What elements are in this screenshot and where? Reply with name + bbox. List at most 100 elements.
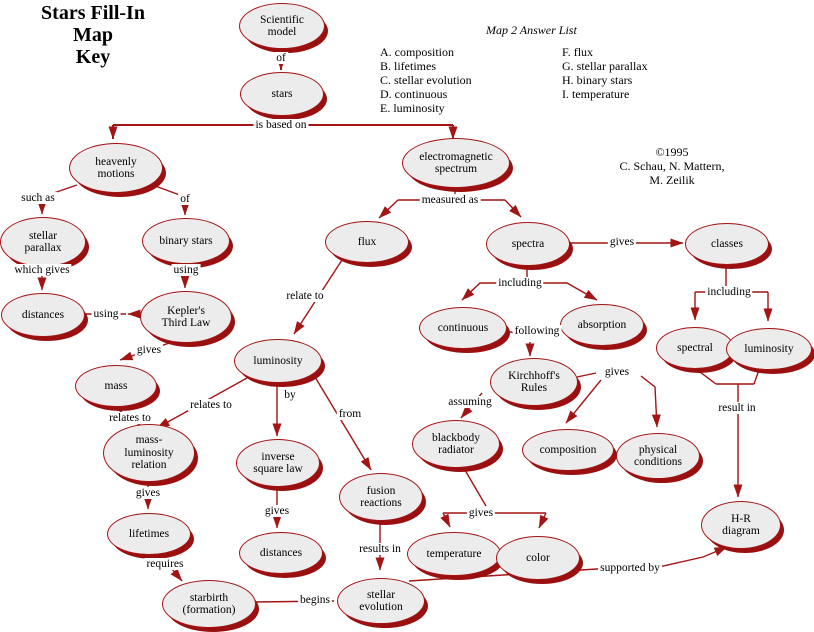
answer-item-f: F. flux (562, 45, 594, 59)
node-label: blackbody (432, 431, 480, 444)
answer-item-b: B. lifetimes (380, 59, 436, 73)
node-label: lifetimes (128, 527, 170, 540)
node-label: physical (638, 443, 678, 456)
node-label: luminosity (253, 354, 303, 367)
answer-list-column-1: A. composition B. lifetimes C. stellar e… (380, 45, 472, 115)
map-title-line-3: Key (75, 46, 111, 68)
node-label: Third Law (161, 317, 211, 329)
node-label: Kepler's (167, 304, 205, 317)
node-label: classes (711, 237, 743, 250)
node-luminosity: luminosity (234, 339, 322, 383)
node-distances: distances (1, 293, 85, 337)
node-label: stellar (366, 588, 396, 601)
edge-label: results in (357, 543, 403, 555)
edge-label: relate to (284, 290, 326, 302)
node-temperature: temperature (407, 532, 501, 576)
node-label: fusion (366, 484, 396, 497)
edge-measured-as-to-flux (378, 199, 399, 219)
edge-label: relates to (107, 412, 153, 424)
node-label: spectrum (434, 163, 478, 175)
answer-item-e: E. luminosity (380, 101, 445, 115)
node-label: flux (357, 235, 377, 248)
node-label: (formation) (182, 604, 236, 616)
edge-label: from (336, 408, 364, 420)
node-composition: composition (522, 429, 614, 471)
edge-gives-to-physical-conditions (640, 375, 661, 428)
node-label: square law (253, 463, 303, 475)
answer-item-c: C. stellar evolution (380, 73, 472, 87)
edge-measured-as-to-spectra (504, 199, 522, 218)
edge-gives-to-color (538, 512, 549, 529)
edge-label: gives (607, 236, 637, 248)
node-starbirth-formation: starbirth(formation) (162, 580, 256, 628)
node-label: distances (21, 308, 65, 321)
node-mass: mass (75, 365, 157, 407)
node-label: reactions (360, 497, 402, 509)
node-label: binary stars (159, 234, 213, 247)
node-flux: flux (325, 221, 409, 263)
node-label: inverse (261, 450, 295, 463)
node-label: distances (259, 546, 303, 559)
edge-blackbody-gives-stub (461, 464, 487, 507)
answer-list-heading: Map 2 Answer List (486, 23, 577, 37)
node-label: relation (131, 459, 167, 472)
edge-label: relates to (188, 399, 234, 411)
node-label: luminosity (744, 342, 794, 355)
node-label: temperature (426, 547, 482, 560)
edge-label: following (512, 325, 562, 337)
node-label: H-R (731, 512, 751, 525)
node-label: evolution (359, 601, 403, 613)
node-continuous: continuous (419, 307, 507, 349)
edge-label: gives (262, 505, 292, 517)
node-label: spectral (677, 341, 713, 354)
node-label: luminosity (124, 446, 174, 459)
edge-kirchhoffs-gives-stub (576, 372, 597, 378)
copyright-year: ©1995 (655, 145, 689, 159)
node-classes: classes (685, 223, 769, 265)
edge-gives-to-temperature (440, 512, 451, 528)
edge-including-to-continuous (461, 282, 498, 301)
answer-item-a: A. composition (380, 45, 454, 59)
node-label: motions (97, 168, 135, 180)
node-label: radiator (438, 444, 474, 456)
node-label: mass (104, 379, 128, 392)
edge-label: gives (134, 344, 164, 356)
map-title: Stars Fill-In Map Key (20, 2, 166, 68)
edge-label: is based on (253, 119, 309, 131)
node-binary-stars: binary stars (142, 218, 230, 264)
node-label: Rules (520, 382, 548, 394)
edge-label: gives (602, 366, 632, 378)
node-label: absorption (577, 318, 627, 331)
node-label: starbirth (189, 591, 229, 604)
edge-label: such as (19, 192, 57, 204)
edge-label: using (171, 264, 201, 276)
edge-spectral-join-leg (691, 365, 717, 385)
edge-label: assuming (446, 396, 494, 408)
edge-label: requires (144, 558, 186, 570)
node-label: diagram (722, 525, 760, 537)
node-spectral: spectral (656, 327, 734, 369)
edge-including-to-absorption (543, 282, 598, 301)
node-label: color (526, 551, 550, 564)
edge-label: of (274, 52, 288, 64)
node-label: Kirchhoff's (508, 369, 560, 382)
answer-item-d: D. continuous (380, 87, 448, 101)
node-label: continuous (437, 321, 489, 334)
edge-label: gives (466, 507, 496, 519)
edge-label: result in (716, 402, 758, 414)
node-label: Scientific (259, 13, 305, 26)
edge-label: using (91, 308, 121, 320)
node-stars: stars (240, 72, 324, 116)
node-label: electromagnetic (419, 150, 493, 163)
credit-authors-2: M. Zeilik (649, 173, 695, 187)
node-color: color (496, 536, 580, 580)
